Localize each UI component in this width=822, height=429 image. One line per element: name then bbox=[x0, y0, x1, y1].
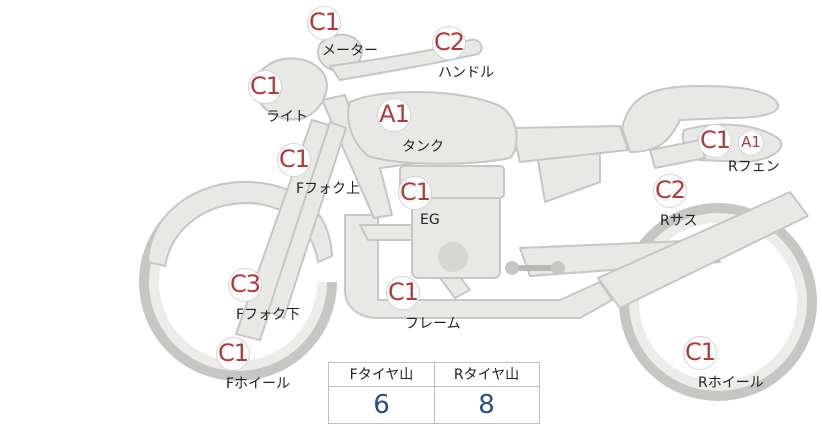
f-fork-lower-label: Fフォク下 bbox=[236, 307, 301, 323]
frame-grade-badge: C1 bbox=[386, 276, 420, 310]
table-divider bbox=[434, 363, 435, 423]
front-tread-value: 6 bbox=[373, 390, 390, 420]
light-label: ライト bbox=[266, 109, 308, 125]
engine-grade-badge: C1 bbox=[398, 176, 432, 210]
rear-tread-value: 8 bbox=[478, 390, 495, 420]
tire-tread-table: Fタイヤ山 Rタイヤ山 6 8 bbox=[328, 362, 540, 424]
tank-label: タンク bbox=[402, 139, 444, 155]
light-grade-badge: C1 bbox=[248, 70, 282, 104]
f-fork-upper-label: Fフォク上 bbox=[296, 181, 361, 197]
r-wheel-grade-badge: C1 bbox=[683, 336, 717, 370]
meter-grade-badge: C1 bbox=[307, 6, 341, 40]
handle-label: ハンドル bbox=[438, 65, 494, 81]
front-tread-header: Fタイヤ山 bbox=[329, 363, 434, 387]
engine-label: EG bbox=[420, 212, 440, 228]
f-wheel-label: Fホイール bbox=[226, 376, 291, 392]
seat-shape bbox=[511, 125, 629, 163]
tank-grade-badge: A1 bbox=[377, 98, 411, 132]
f-fork-upper-grade-badge: C1 bbox=[277, 143, 311, 177]
f-fork-lower-grade-badge: C3 bbox=[228, 268, 262, 302]
r-wheel-label: Rホイール bbox=[698, 375, 764, 391]
rear-tread-header: Rタイヤ山 bbox=[434, 363, 539, 387]
f-wheel-grade-badge: C1 bbox=[216, 337, 250, 371]
r-suspension-grade-badge: C2 bbox=[653, 174, 687, 208]
r-fender-label: Rフェン bbox=[728, 159, 780, 175]
meter-label: メーター bbox=[322, 43, 378, 59]
r-fender-grade2-badge: A1 bbox=[738, 130, 764, 156]
rear-suspension-shape bbox=[597, 191, 809, 309]
handle-grade-badge: C2 bbox=[432, 26, 466, 60]
r-fender-grade-badge: C1 bbox=[698, 124, 732, 158]
r-suspension-label: Rサス bbox=[660, 213, 698, 229]
frame-label: フレーム bbox=[405, 316, 461, 332]
